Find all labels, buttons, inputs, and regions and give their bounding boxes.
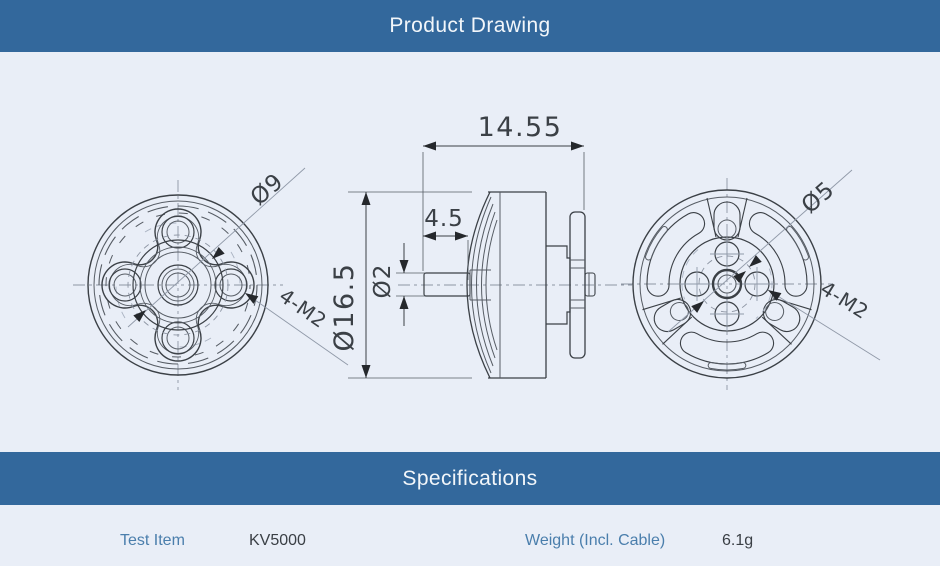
dim-shaft-length-label: 4.5: [424, 206, 464, 232]
spec-value-test-item: KV5000: [249, 532, 306, 549]
side-view: 14.55 4.5 Ø2 Ø16.5: [329, 112, 632, 379]
dim-body-diameter: Ø16.5: [329, 191, 472, 379]
motor-drawing-svg: Ø9 4-M2: [73, 112, 881, 390]
spec-value-weight: 6.1g: [722, 532, 754, 549]
specifications-row: Test Item KV5000 Weight (Incl. Cable) 6.…: [0, 527, 940, 557]
front-hub: [132, 239, 224, 331]
specifications-title: Specifications: [402, 466, 538, 490]
back-view: Ø5 4-M2: [621, 169, 881, 390]
dim-shaft-diameter-label: Ø2: [370, 264, 396, 299]
dim-total-length-label: 14.55: [478, 112, 563, 143]
back-screw-holes: [680, 237, 774, 331]
front-bolt-circle-label: Ø9: [246, 169, 289, 211]
front-thread-label: 4-M2: [275, 284, 331, 333]
dim-shaft-diameter: Ø2: [370, 243, 425, 326]
back-thread-callout: 4-M2: [767, 276, 881, 361]
product-drawing-header: Product Drawing: [0, 0, 940, 52]
specifications-header: Specifications: [0, 452, 940, 505]
front-screw-holes: [108, 215, 248, 355]
front-view: Ø9 4-M2: [73, 167, 349, 390]
back-thread-label: 4-M2: [816, 276, 873, 324]
product-drawing-title: Product Drawing: [389, 14, 551, 37]
spec-label-weight: Weight (Incl. Cable): [525, 532, 666, 549]
dim-shaft-length: 4.5: [423, 206, 469, 280]
back-spoke-pattern: [679, 197, 775, 371]
back-hole-circle-callout: Ø5: [667, 169, 853, 333]
dim-body-diameter-label: Ø16.5: [329, 263, 360, 352]
spec-label-test-item: Test Item: [120, 532, 185, 549]
technical-drawing: Ø9 4-M2: [0, 52, 940, 452]
dim-total-length: 14.55: [422, 112, 585, 271]
